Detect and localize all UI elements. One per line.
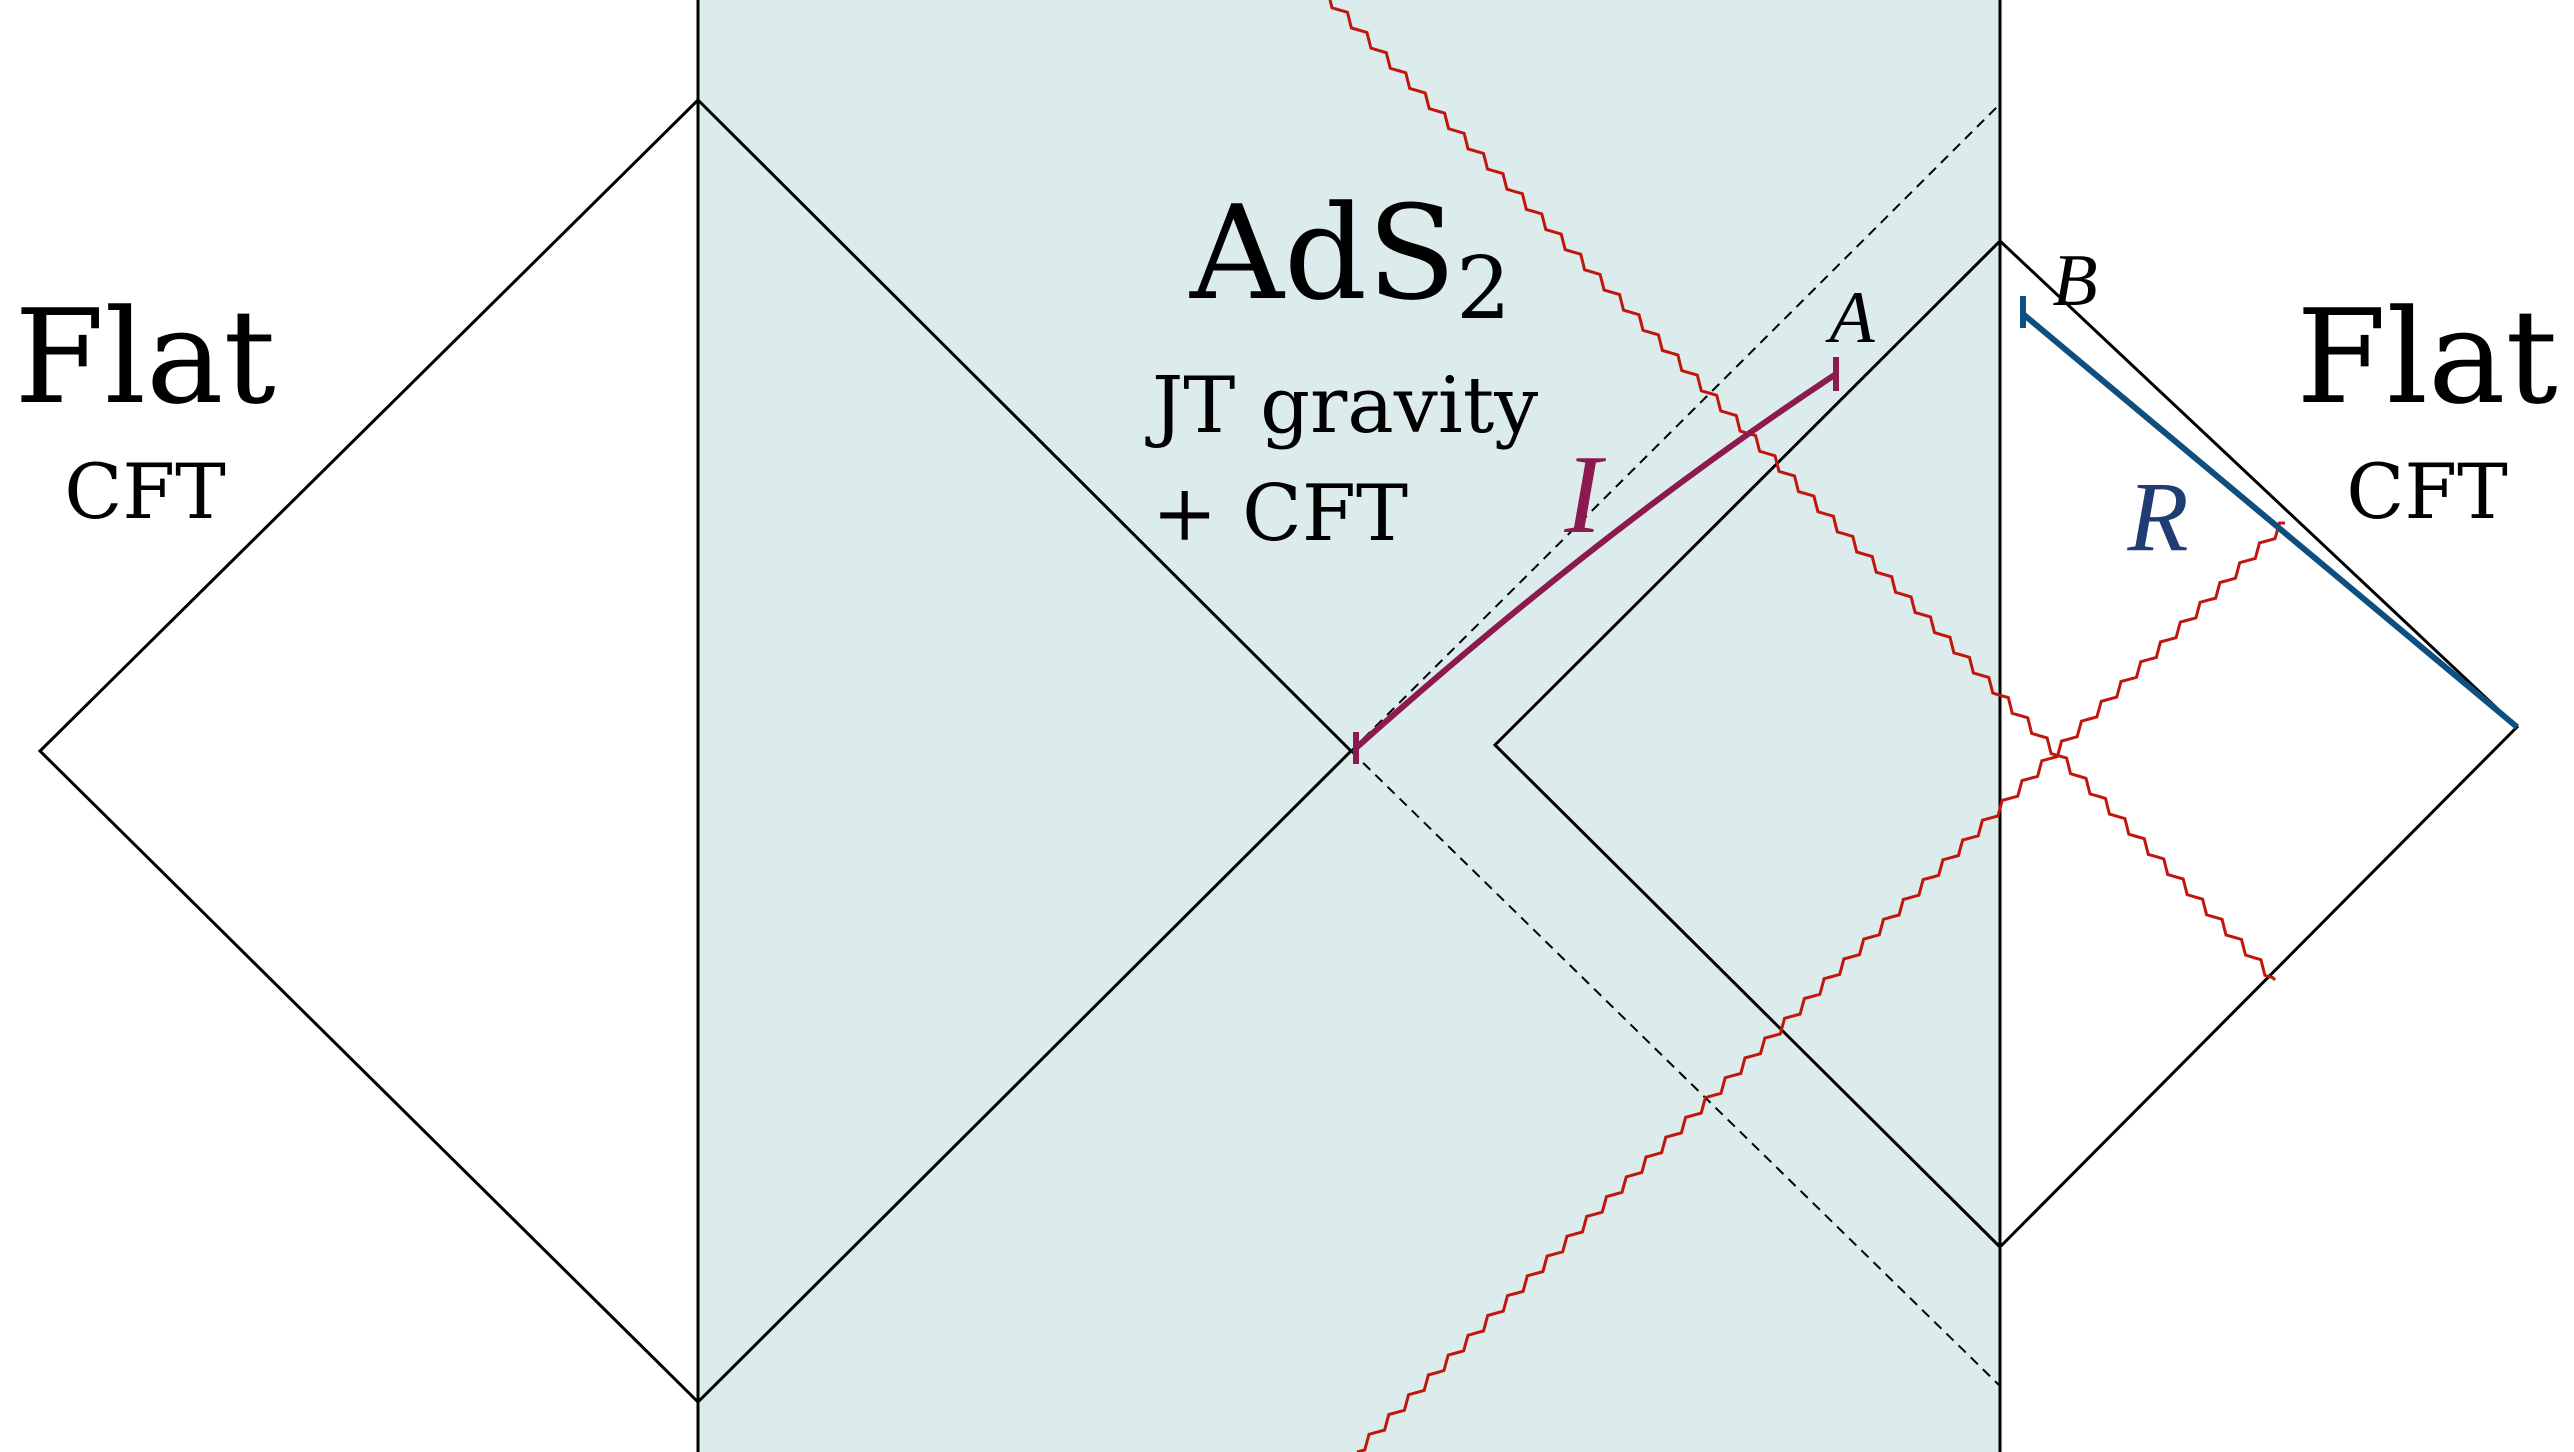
region-r-label: R xyxy=(2126,461,2188,572)
region-r-segment xyxy=(2021,311,2519,730)
center-region-line2: + CFT xyxy=(1152,469,1408,559)
center-region-title-main: AdS xyxy=(1189,177,1456,329)
dashed-null-line-lower xyxy=(1350,750,2001,1387)
ads-horizon-left-bottom xyxy=(696,749,1353,1404)
ads2-band xyxy=(698,0,2000,1452)
left-region-title: Flat xyxy=(14,281,276,433)
center-region-line1: JT gravity xyxy=(1145,361,1538,451)
right-region-subtitle: CFT xyxy=(2346,447,2508,536)
interval-i-curve xyxy=(1354,371,1838,751)
point-b-label: B xyxy=(2052,240,2097,322)
center-region-title: AdS2 xyxy=(1189,177,1511,339)
left-flat-diamond xyxy=(37,96,700,1406)
left-region-subtitle: CFT xyxy=(64,447,226,536)
wavy-line-ascending xyxy=(1356,521,2286,1452)
wavy-line-descending xyxy=(1328,0,2277,982)
interval-i-label: I xyxy=(1563,433,1606,557)
right-inner-diamond xyxy=(1492,239,2002,1249)
right-region-title: Flat xyxy=(2296,281,2558,433)
center-region-title-subscript: 2 xyxy=(1456,239,1511,339)
ads-horizon-left-top xyxy=(696,98,1353,753)
point-a-label: A xyxy=(1824,277,1875,359)
